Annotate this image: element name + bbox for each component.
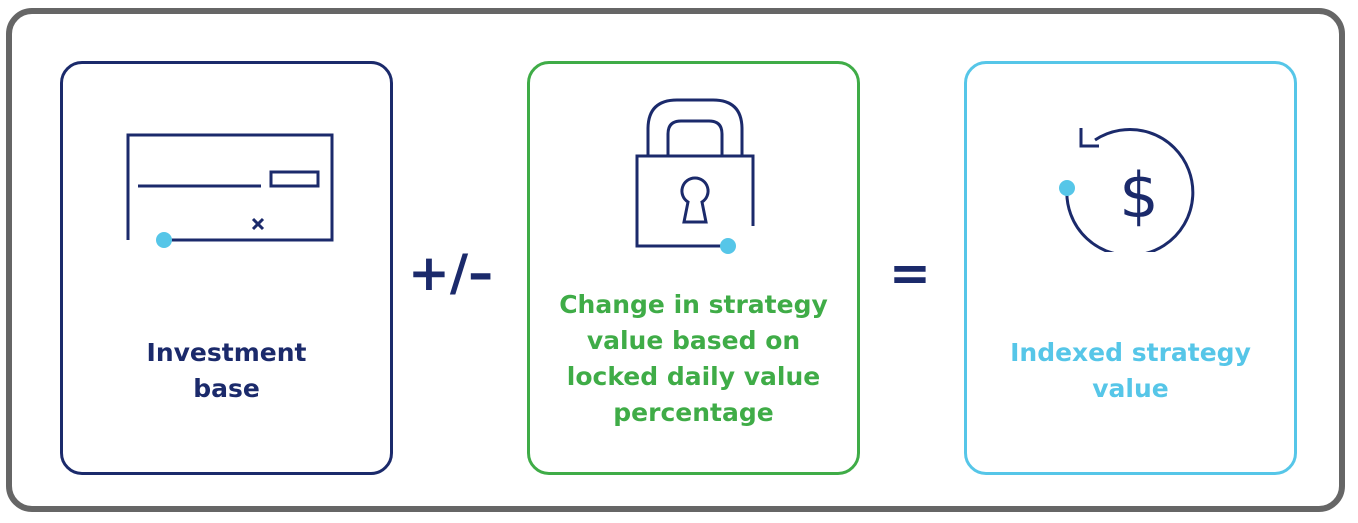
dollar-cycle-icon: $ (1059, 128, 1195, 252)
card-label: Change in strategy value based on locked… (559, 290, 828, 427)
change-in-strategy-card: Change in strategy value based on locked… (527, 61, 860, 475)
card-label: Investment base (146, 338, 307, 403)
lock-icon (635, 98, 755, 254)
card-label: Indexed strategy value (1010, 338, 1251, 403)
plus-minus-operator: +/– (408, 244, 494, 302)
equals-operator: = (889, 244, 931, 302)
diagram-frame (6, 8, 1345, 512)
check-icon (126, 133, 334, 248)
indexed-strategy-card: $ Indexed strategy value (964, 61, 1297, 475)
investment-base-card: Investment base (60, 61, 393, 475)
svg-text:$: $ (1119, 159, 1158, 232)
